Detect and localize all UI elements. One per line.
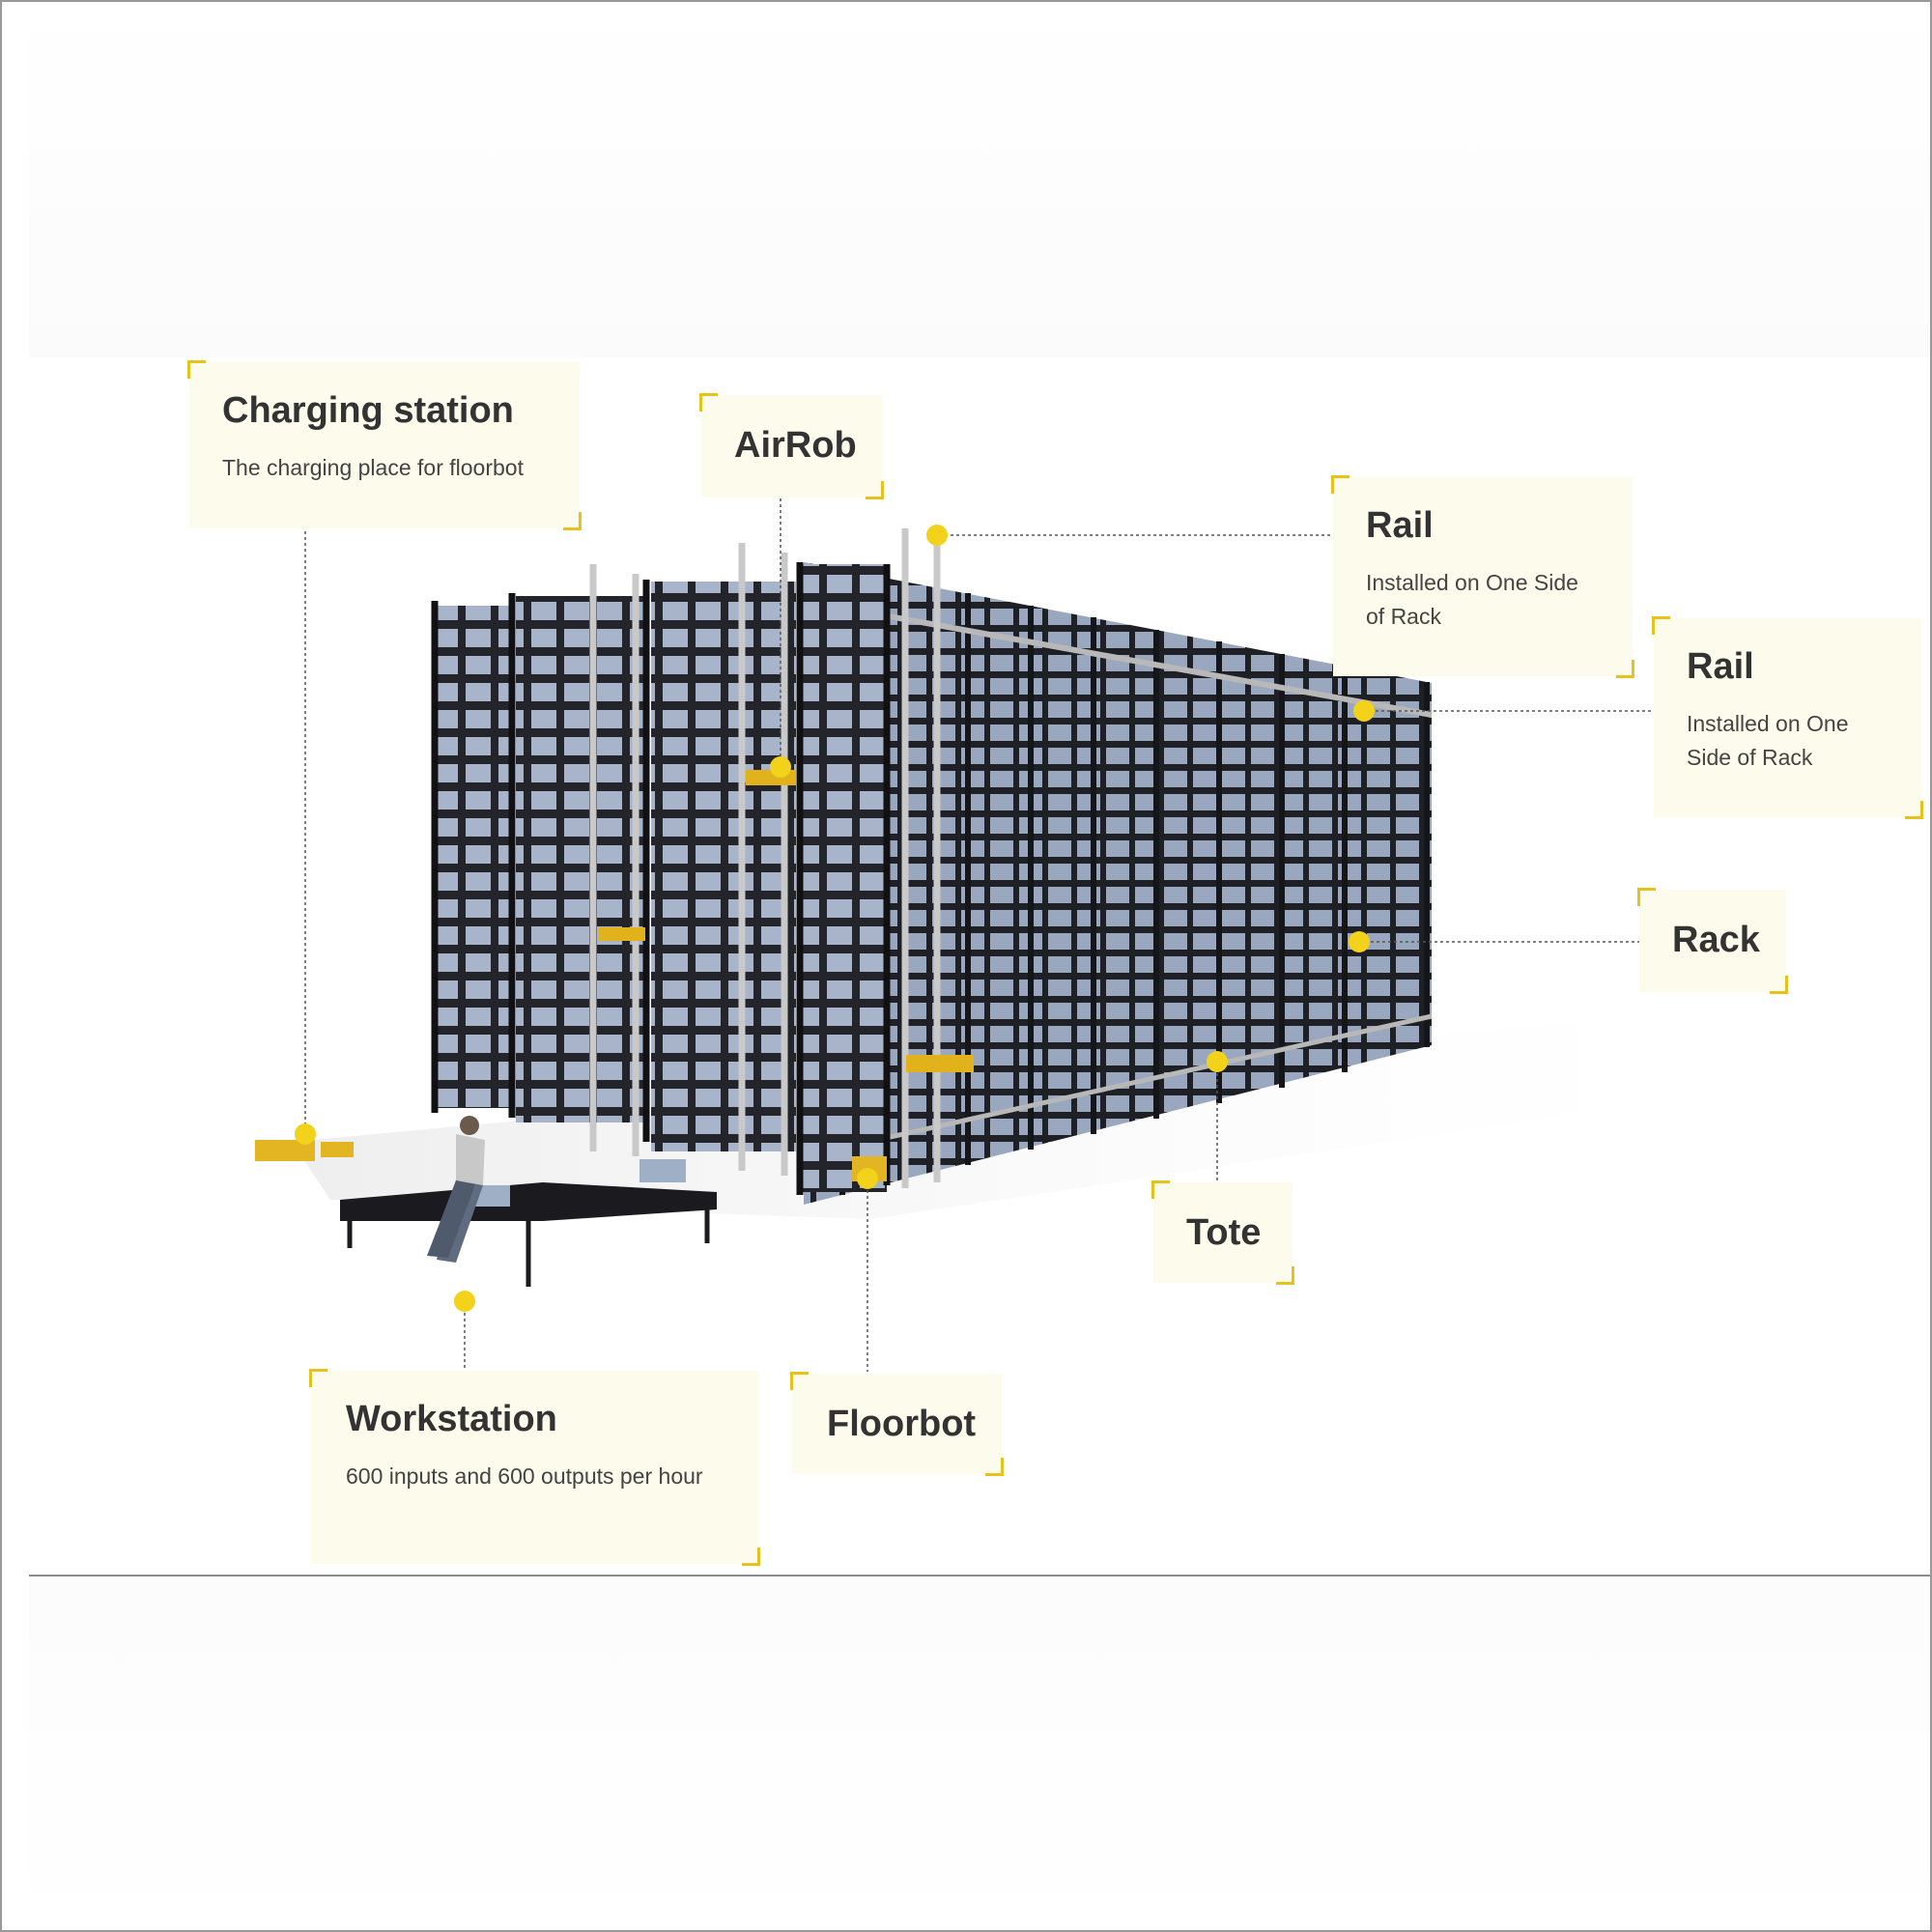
leader-lines [304,498,1654,1372]
rack-section-1 [435,606,512,1108]
callout-title: AirRob [734,425,857,466]
callout-rail-lower: Rail Installed on One Side of Rack [1652,616,1923,819]
rack-side-wall [804,562,1432,1205]
airrob-masts [589,528,941,1188]
callout-title: Floorbot [827,1404,977,1444]
workstation-legs [347,1209,710,1287]
front-uprights [431,562,891,1195]
rack-section-2 [516,596,646,1122]
airrob-unit [599,927,645,941]
callout-workstation: Workstation 600 inputs and 600 outputs p… [309,1369,760,1566]
charging-station-shape [255,1140,315,1161]
top-background-band [29,2,1930,357]
callout-title: Rail [1366,505,1434,546]
charging-station-shape [321,1142,354,1157]
workstation-table [340,1182,717,1221]
callout-rack: Rack [1637,888,1788,994]
callout-tote: Tote [1151,1180,1294,1285]
rack-section-3 [651,582,796,1151]
callout-description: The charging place for floorbot [222,455,524,480]
callout-title: Charging station [222,390,514,431]
callout-title: Tote [1186,1212,1262,1253]
callout-description: Installed on One Side of Rack [1687,711,1849,770]
callout-rail-upper: Rail Installed on One Side of Rack [1331,475,1634,678]
callout-floorbot: Floorbot [790,1372,1004,1476]
rack-section-4 [800,564,887,1192]
workstation-tote [639,1159,686,1182]
callout-description: 600 inputs and 600 outputs per hour [346,1463,703,1489]
callout-description: Installed on One Side of Rack [1366,570,1578,629]
callout-charging-station: Charging station The charging place for … [187,360,582,530]
hotspot-dots [295,525,1375,1312]
callout-title: Workstation [346,1399,557,1439]
callout-airrob: AirRob [699,393,884,499]
bottom-background-band [29,1577,1930,1930]
callout-title: Rail [1687,646,1754,687]
divider-line [29,1575,1930,1577]
airrob-unit [906,1055,974,1072]
callout-title: Rack [1672,920,1760,960]
operator-figure [427,1116,485,1263]
